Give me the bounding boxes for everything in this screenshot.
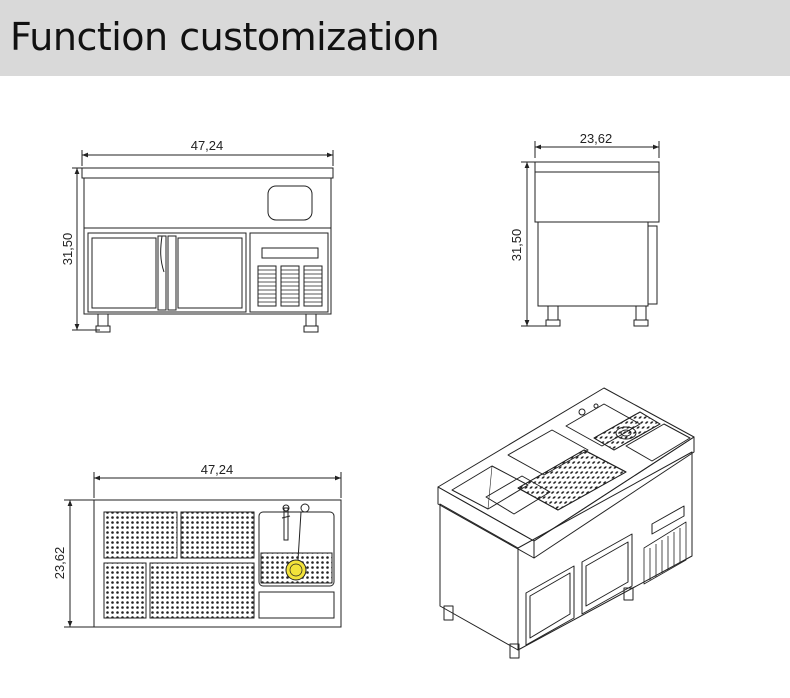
rinser-icon [615,426,637,440]
perforated-panel [103,562,147,619]
perforated-panel [149,562,255,619]
top-view [64,472,342,628]
iso-legs [443,587,634,659]
isometric-view [437,387,695,659]
side-width-label: 23,62 [580,131,613,146]
side-view [521,141,660,327]
side-legs [545,305,649,327]
side-height-label: 31,50 [509,229,524,262]
top-width-label: 47,24 [201,462,234,477]
front-width-label: 47,24 [191,138,224,153]
dipper-icon [285,503,310,581]
header-bar: Function customization [0,0,790,76]
perforated-panel [180,511,255,559]
page-title: Function customization [10,15,440,59]
front-view [72,150,334,333]
front-height-label: 31,50 [60,233,75,266]
front-legs [95,313,319,333]
perforated-panel [103,511,178,559]
front-vent-grille [257,265,323,307]
faucet-icon [281,504,291,541]
top-depth-label: 23,62 [52,547,67,580]
iso-vent-grille [643,521,687,585]
